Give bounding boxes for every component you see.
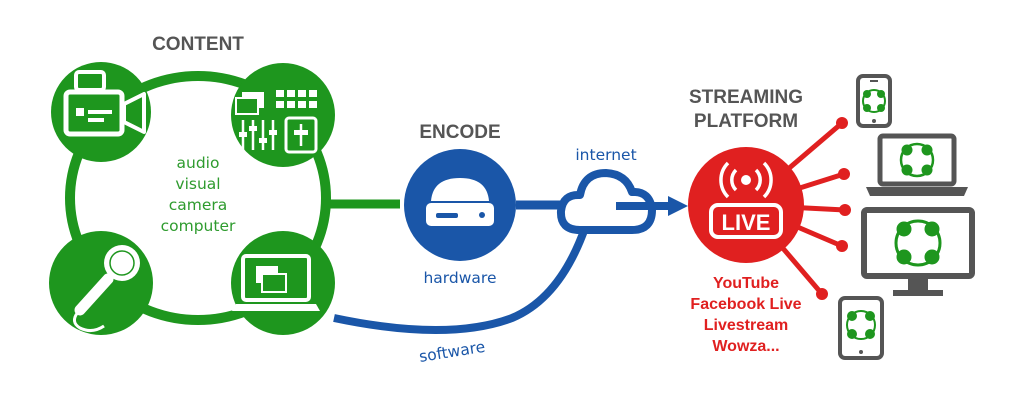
smartphone-icon	[856, 74, 892, 128]
platform-name: YouTube	[713, 275, 779, 292]
microphone-icon	[49, 231, 153, 335]
laptop-icon	[231, 231, 335, 335]
software-curve	[333, 226, 589, 334]
platform-name: Wowza...	[712, 338, 779, 355]
hardware-encoder-icon	[404, 149, 516, 261]
source-label: camera	[169, 196, 228, 214]
cloud-icon	[556, 169, 656, 234]
source-label: visual	[175, 175, 220, 193]
software-label: software	[418, 338, 487, 366]
hardware-label: hardware	[423, 269, 496, 287]
video-camera-icon	[51, 62, 151, 162]
platform-heading-line1: STREAMING	[689, 87, 803, 108]
source-label: computer	[161, 217, 236, 235]
content-ring	[65, 71, 331, 325]
viewer-laptop-icon	[866, 133, 968, 196]
platform-name: Facebook Live	[690, 296, 801, 313]
content-heading: CONTENT	[152, 34, 244, 55]
monitor-icon	[861, 207, 975, 296]
platform-heading-line2: PLATFORM	[694, 111, 798, 132]
live-streaming-icon	[688, 147, 804, 263]
live-label: LIVE	[722, 210, 771, 235]
arrow-head-icon	[668, 196, 688, 216]
source-label: audio	[177, 154, 220, 172]
tablet-icon	[838, 296, 884, 360]
platform-name: Livestream	[704, 317, 789, 334]
internet-label: internet	[575, 146, 636, 164]
encode-heading: ENCODE	[419, 122, 500, 143]
mixer-icon	[231, 63, 335, 167]
